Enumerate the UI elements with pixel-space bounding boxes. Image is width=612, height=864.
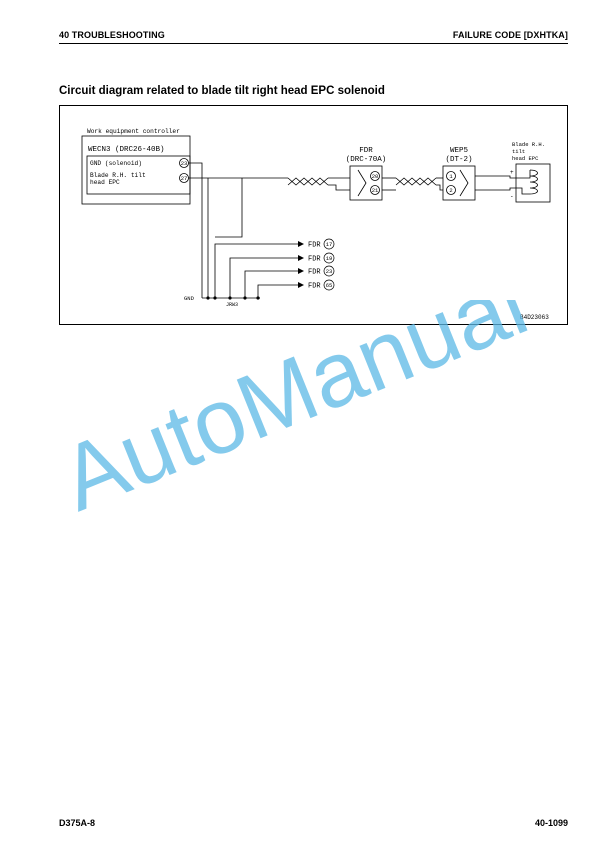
header-rule (59, 43, 568, 44)
plus-sign: + (510, 169, 514, 176)
branch-23-pin: 23 (326, 268, 333, 275)
pin-23-number: 23 (181, 160, 188, 167)
gnd-label: GND (184, 295, 195, 302)
pin-23-label: GND (solenoid) (90, 160, 142, 167)
reference-code: B4D23063 (520, 314, 549, 321)
controller-connector: WECN3 (DRC26-40B) (88, 146, 165, 154)
wep5-pin-1 (446, 171, 456, 181)
jrw-label: JRW3 (226, 302, 238, 308)
arrow-19 (298, 255, 304, 261)
fdr-split (357, 169, 367, 197)
wire-sol-minus (475, 187, 516, 191)
fdr-pin-20-label: 20 (372, 173, 379, 180)
circuit-diagram: Work equipment controller WECN3 (DRC26-4… (59, 105, 568, 325)
branch-23 (244, 270, 298, 298)
coil-lead-bot (516, 187, 530, 195)
fdr-connector-box (349, 165, 383, 201)
coil-lead-top (516, 170, 531, 179)
wire-to-wep2 (436, 184, 443, 191)
wep5-name: WEP5 (450, 147, 469, 155)
branch-65-label: FDR (308, 283, 321, 291)
branch-17 (214, 243, 298, 298)
wep5-type: (DT-2) (445, 156, 472, 164)
branch-19 (229, 257, 298, 298)
pin-27-label-2: head EPC (90, 179, 120, 186)
arrow-17 (298, 241, 304, 247)
fdr-pin-21 (370, 185, 380, 195)
wep5-connector-box (442, 165, 476, 201)
watermark: AutoManual (47, 252, 580, 531)
minus-sign: - (510, 193, 514, 200)
branch-17-pin: 17 (326, 241, 333, 248)
branch-65 (257, 284, 298, 298)
section-header: 40 TROUBLESHOOTING (59, 30, 165, 40)
solenoid-box (515, 163, 551, 203)
arrow-23 (298, 268, 304, 274)
page-title: Circuit diagram related to blade tilt ri… (59, 85, 385, 97)
wire-sol-plus (475, 175, 516, 179)
fdr-type: (DRC-70A) (346, 156, 387, 164)
wire-to-fdr21 (328, 184, 350, 191)
wire-gnd (188, 162, 203, 298)
page-number: 40-1099 (534, 818, 568, 828)
solenoid-label-1: Blade R.H. (512, 141, 545, 148)
fdr-name: FDR (359, 147, 373, 155)
solenoid-label-3: head EPC (512, 155, 539, 162)
wep5-pin-2-label: 2 (449, 187, 452, 194)
twist-b (287, 177, 329, 186)
branch-17-label: FDR (308, 242, 321, 250)
model-footer: D375A-8 (59, 818, 96, 828)
solenoid-label-2: tilt (512, 148, 525, 155)
arrow-65 (298, 282, 304, 288)
pin-27-number: 27 (181, 175, 188, 182)
fdr-pin-21-label: 21 (372, 187, 379, 194)
wep5-pin-1-label: 1 (449, 173, 453, 180)
branch-19-pin: 19 (326, 255, 333, 262)
watermark-text: AutoManual (60, 300, 541, 530)
fdr-pin-20 (370, 171, 380, 181)
controller-connector-box (86, 155, 191, 195)
wep5-pin-2 (446, 185, 456, 195)
branch-65-pin: 65 (326, 282, 333, 289)
controller-label: Work equipment controller (87, 128, 180, 135)
pin-27-label-1: Blade R.H. tilt (90, 172, 146, 179)
solenoid-coil (529, 169, 538, 195)
wire-27-branch (215, 178, 243, 238)
branch-23-label: FDR (308, 269, 321, 277)
failure-code-header: FAILURE CODE [DXHTKA] (452, 30, 568, 40)
twist-d (395, 177, 437, 186)
wep5-split (459, 169, 469, 197)
branch-19-label: FDR (308, 256, 321, 264)
